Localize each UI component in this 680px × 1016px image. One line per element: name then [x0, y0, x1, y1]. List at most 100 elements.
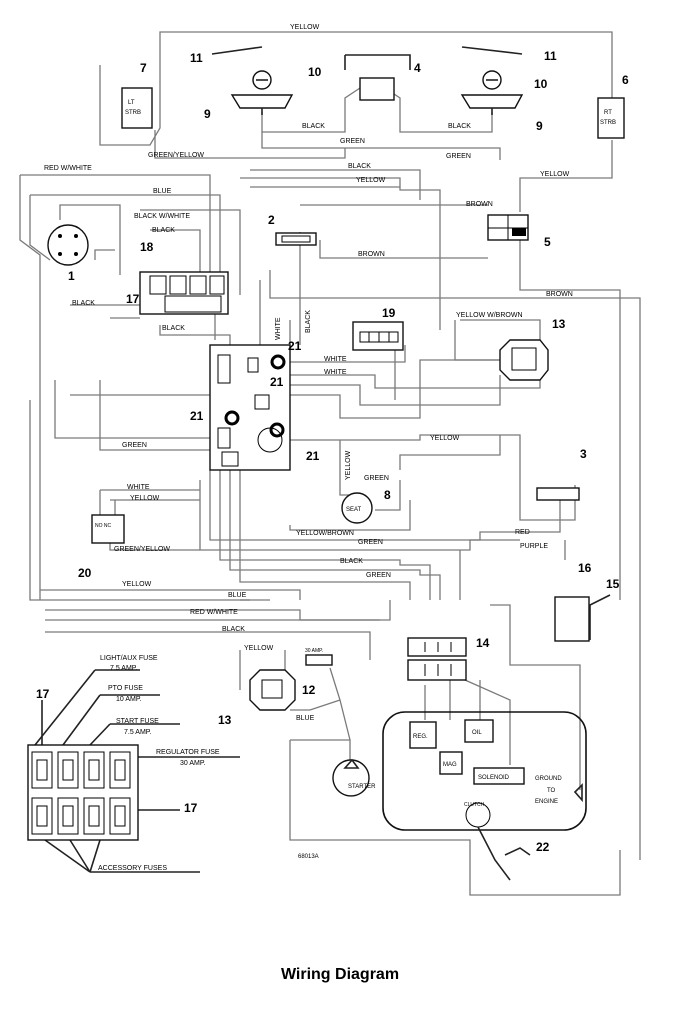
fuse-12: 30 AMP.: [305, 648, 333, 666]
lt-strobe-7: LT STRB: [121, 87, 153, 129]
wire-label: YELLOW: [290, 24, 320, 31]
fuse-blade: [88, 759, 100, 781]
callout-layer: 1 2 3 4 5 6 7 8 9 9 10 10 11 11 12 13 13…: [36, 49, 629, 854]
rt-strobe-6: RT STRB: [597, 97, 625, 139]
wire-harness: [19, 31, 641, 896]
fuse-label: ACCESSORY FUSES: [98, 865, 167, 872]
wire-label: YELLOW: [356, 177, 386, 184]
fuse-label: PTO FUSE: [108, 685, 143, 692]
callout-13-upper: 13: [552, 317, 566, 331]
ground-label-3: ENGINE: [535, 799, 558, 805]
wire-label: GREEN: [358, 539, 383, 546]
reg-label: REG.: [413, 734, 428, 740]
fuse-blade: [114, 805, 126, 827]
callout-21-b: 21: [270, 375, 284, 389]
wire-label: BROWN: [466, 201, 493, 208]
fuse-blade: [88, 805, 100, 827]
fuse-slot: [83, 751, 105, 789]
callout-18: 18: [140, 240, 154, 254]
relay-13-lower: [249, 669, 296, 711]
page-title: Wiring Diagram: [280, 966, 400, 983]
callout-22: 22: [536, 840, 550, 854]
wire-label: GREEN: [366, 572, 391, 579]
wire-label: GREEN: [122, 442, 147, 449]
fuse-12-amp-label: 30 AMP.: [305, 648, 323, 654]
wire-label: RED: [515, 529, 530, 536]
callout-2: 2: [268, 213, 275, 227]
fuse-label: 7.5 AMP.: [124, 729, 152, 736]
component-16: [554, 596, 590, 642]
fuse-label: 10 AMP.: [116, 696, 142, 703]
wire-label: WHITE: [127, 484, 150, 491]
wire-label: GREEN: [340, 138, 365, 145]
wire-label: BLACK: [72, 300, 95, 307]
wire-label: RED W/WHITE: [190, 609, 238, 616]
wire-label: GREEN/YELLOW: [148, 152, 204, 159]
fuse-label: 7.5 AMP.: [110, 665, 138, 672]
fuse-slot: [31, 751, 53, 789]
fuse-blade: [62, 805, 74, 827]
fuse-label-layer: LIGHT/AUX FUSE 7.5 AMP. PTO FUSE 10 AMP.…: [98, 655, 220, 872]
component-11-left: [211, 46, 263, 55]
callout-3: 3: [580, 447, 587, 461]
fuse-slot: [109, 797, 131, 835]
wire-label: WHITE: [275, 317, 282, 340]
callout-17-fuse-bottom: 17: [184, 801, 198, 815]
rt-strb-label-2: STRB: [600, 120, 616, 126]
fuse-label: LIGHT/AUX FUSE: [100, 655, 158, 662]
diode-2: [275, 232, 317, 246]
oil-label: OIL: [472, 730, 482, 736]
wire-label: WHITE: [324, 369, 347, 376]
wire-label: BLACK: [448, 123, 471, 130]
wire-label: BROWN: [546, 291, 573, 298]
hour-meter-19: [352, 321, 404, 351]
fuse-label: REGULATOR FUSE: [156, 749, 220, 756]
fuse-blade: [36, 805, 48, 827]
solenoid-label: SOLENOID: [478, 775, 510, 781]
callout-17-fuse-top: 17: [36, 687, 50, 701]
mag-label: MAG: [443, 762, 457, 768]
wire-label: BLACK: [152, 227, 175, 234]
wire-label: BLACK: [340, 558, 363, 565]
engine-outline: REG. MAG OIL SOLENOID GROUND TO ENGINE C…: [382, 711, 587, 881]
relay-block-14: [407, 637, 467, 681]
seat-label: SEAT: [346, 507, 362, 513]
callout-21-c: 21: [190, 409, 204, 423]
wire-label: PURPLE: [520, 543, 548, 550]
wire-label: YELLOW: [540, 171, 570, 178]
callout-16: 16: [578, 561, 592, 575]
wire-label: BLUE: [296, 715, 315, 722]
callout-5: 5: [544, 235, 551, 249]
fuse-leaders: [34, 669, 200, 873]
relay-5: [487, 214, 529, 241]
wire-label: GREEN/YELLOW: [114, 546, 170, 553]
fuse-label: START FUSE: [116, 718, 159, 725]
lt-strb-label-1: LT: [128, 100, 135, 106]
ground-label-2: TO: [547, 788, 556, 794]
wire-label: BLACK: [348, 163, 371, 170]
wire-label: BLACK W/WHITE: [134, 213, 190, 220]
wire-label: BLACK: [302, 123, 325, 130]
wire-label: YELLOW W/BROWN: [456, 312, 523, 319]
control-module: [209, 344, 291, 471]
seat-switch-8: SEAT: [341, 492, 373, 524]
wire-label: BLUE: [228, 592, 247, 599]
callout-10-left: 10: [308, 65, 322, 79]
callout-1: 1: [68, 269, 75, 283]
fuse-label: 30 AMP.: [180, 760, 206, 767]
figure-code: 68013A: [298, 854, 319, 860]
fuse-blade: [114, 759, 126, 781]
callout-11-right: 11: [544, 49, 557, 63]
wire-label: YELLOW: [345, 450, 352, 480]
starter: STARTER: [332, 758, 376, 797]
callout-21-a: 21: [288, 339, 302, 353]
fuse-blade: [62, 759, 74, 781]
fuse-slot: [109, 751, 131, 789]
switch-module-18: [139, 271, 229, 315]
callout-10-right: 10: [534, 77, 548, 91]
callout-20: 20: [78, 566, 92, 580]
wire-label: BLACK: [162, 325, 185, 332]
headlight-left: [230, 70, 294, 115]
fuse-slot: [83, 797, 105, 835]
